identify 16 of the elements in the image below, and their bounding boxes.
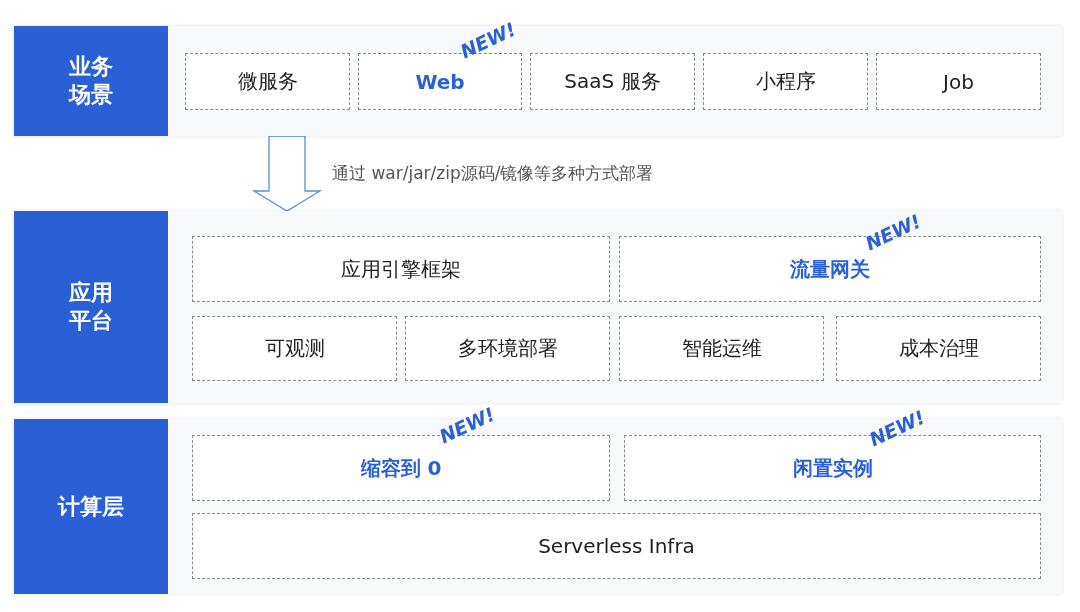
block-arrow bbox=[251, 135, 323, 212]
feature-box: 多环境部署 bbox=[405, 316, 610, 381]
feature-box: 智能运维 bbox=[619, 316, 824, 381]
feature-box: 应用引擎框架 bbox=[192, 236, 610, 302]
feature-box: Serverless Infra bbox=[192, 513, 1041, 579]
feature-box: 可观测 bbox=[192, 316, 397, 381]
edge-label: 通过 war/jar/zip源码/镜像等多种方式部署 bbox=[332, 162, 654, 185]
feature-box: 成本治理 bbox=[836, 316, 1041, 381]
feature-box: Job bbox=[876, 53, 1041, 110]
layer-label: 计算层 bbox=[14, 419, 168, 594]
feature-box: 微服务 bbox=[185, 53, 350, 110]
feature-box: 小程序 bbox=[703, 53, 868, 110]
layer-panel bbox=[14, 211, 1062, 403]
feature-box: SaaS 服务 bbox=[530, 53, 695, 110]
layer-label: 业务场景 bbox=[14, 26, 168, 136]
layer-label: 应用平台 bbox=[14, 211, 168, 403]
